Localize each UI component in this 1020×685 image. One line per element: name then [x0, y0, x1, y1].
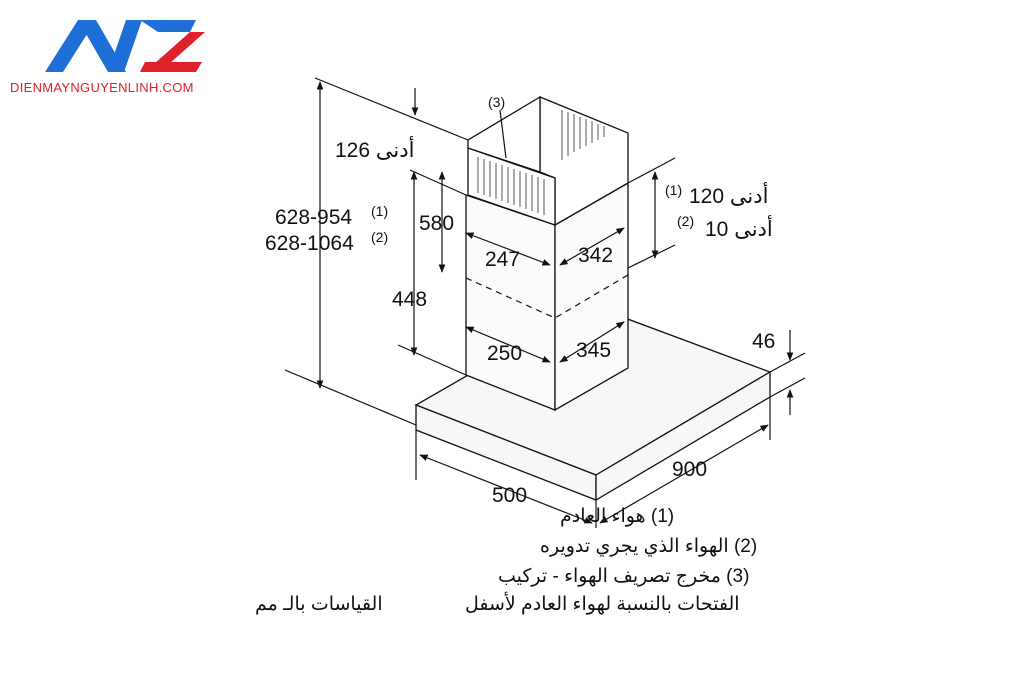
dim-height-1064-note: (2) — [371, 229, 388, 245]
legend-line-1: (1) هواء العادم — [560, 506, 675, 527]
dim-580: 580 — [419, 212, 454, 235]
dim-448: 448 — [392, 288, 427, 311]
logo-mark — [45, 20, 205, 72]
vent-slats — [477, 110, 605, 215]
dimension-lines — [284, 77, 806, 528]
dim-900: 900 — [672, 458, 707, 481]
legend-line-4: الفتحات بالنسبة لهواء العادم لأسفل — [465, 594, 740, 615]
dim-min-120: أدنى 120 — [689, 182, 768, 208]
dim-height-954-note: (1) — [371, 203, 388, 219]
dim-250: 250 — [487, 342, 522, 365]
dim-247: 247 — [485, 248, 520, 271]
legend-line-3: (3) مخرج تصريف الهواء - تركيب — [498, 566, 750, 587]
chimney-join-dashed — [465, 274, 629, 319]
dim-min-120-note: (1) — [665, 182, 682, 198]
dim-46: 46 — [752, 330, 775, 353]
units-note: القياسات بالـ مم — [255, 594, 383, 615]
logo-site-text: DIENMAYNGUYENLINH.COM — [10, 80, 194, 95]
dim-342: 342 — [578, 244, 613, 267]
dim-min-126: أدنى 126 — [335, 136, 414, 162]
legend-line-2: (2) الهواء الذي يجري تدويره — [540, 536, 758, 557]
dim-height-954: 628-954 — [275, 206, 352, 229]
dim-min-10-note: (2) — [677, 213, 694, 229]
callout-3: (3) — [488, 94, 505, 110]
dim-height-1064: 628-1064 — [265, 232, 354, 255]
dim-min-10: أدنى 10 — [705, 215, 773, 241]
dim-345: 345 — [576, 339, 611, 362]
dim-500: 500 — [492, 484, 527, 507]
